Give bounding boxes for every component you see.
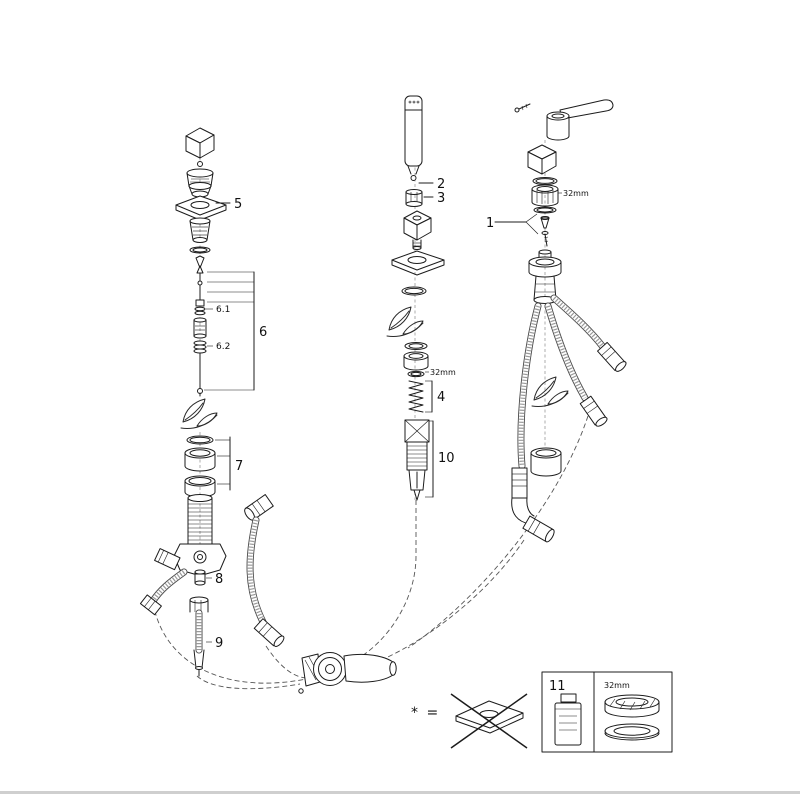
braided-hose-right-2 bbox=[544, 302, 589, 402]
handle-screw bbox=[514, 103, 531, 113]
legend-equals-label: * = bbox=[411, 705, 440, 721]
hose-nut-right-2 bbox=[579, 395, 608, 427]
grease-tube-icon bbox=[554, 693, 582, 746]
size-label-middle: 32mm bbox=[430, 368, 456, 377]
braided-hose-left-elbow bbox=[246, 516, 267, 626]
centerlines bbox=[199, 96, 546, 548]
o-ring-icon bbox=[604, 723, 660, 741]
callout-9: 9 bbox=[215, 636, 223, 651]
hose-nut-part3 bbox=[405, 189, 423, 207]
legend: * = 11 32mm bbox=[411, 671, 673, 753]
callout-7: 7 bbox=[235, 459, 243, 474]
cube-handle-right bbox=[527, 144, 557, 175]
callout-6-1: 6.1 bbox=[216, 305, 230, 315]
small-adapter-part8 bbox=[194, 569, 206, 586]
valve-body-left bbox=[154, 543, 227, 575]
hand-shower bbox=[404, 95, 423, 181]
callout-2: 2 bbox=[437, 177, 445, 192]
braided-hose-left-short bbox=[149, 568, 188, 605]
callout-5: 5 bbox=[234, 197, 242, 212]
callout-3: 3 bbox=[437, 191, 445, 206]
right-assembly: 32mm 1 bbox=[486, 99, 627, 543]
spring-part4 bbox=[408, 380, 424, 413]
eco-leaf-icon bbox=[180, 398, 218, 429]
size-label-legend: 32mm bbox=[604, 681, 630, 690]
callout-10: 10 bbox=[438, 451, 455, 466]
seal-ring-32mm-middle bbox=[407, 370, 425, 378]
callout-6: 6 bbox=[259, 325, 267, 340]
legend-box: 11 32mm bbox=[541, 671, 673, 753]
left-assembly: 5 bbox=[139, 127, 285, 677]
cap-stack-part5 bbox=[175, 168, 227, 269]
tub-spout bbox=[298, 652, 397, 694]
elbow-fitting-right bbox=[511, 467, 555, 543]
callout-4: 4 bbox=[437, 390, 445, 405]
hose-nut-right-1 bbox=[597, 341, 627, 372]
callout-11: 11 bbox=[549, 679, 566, 694]
size-label-right: 32mm bbox=[563, 189, 589, 198]
ring-stack-part1 bbox=[531, 177, 559, 247]
braided-hose-right-3 bbox=[517, 302, 542, 470]
callout-1: 1 bbox=[486, 216, 494, 231]
cube-diverter bbox=[403, 210, 432, 250]
cube-handle-left bbox=[185, 127, 215, 159]
callout-6-2: 6.2 bbox=[216, 342, 230, 352]
lever-handle bbox=[546, 99, 614, 141]
assembly-guide-lines bbox=[152, 415, 589, 690]
washer-stack bbox=[403, 342, 429, 371]
connection-hose-part9 bbox=[189, 596, 209, 677]
bottom-divider bbox=[0, 791, 800, 794]
leader-part1 bbox=[494, 213, 539, 235]
hose-end-fitting-left bbox=[139, 594, 162, 616]
o-ring-middle bbox=[401, 286, 427, 296]
set-screw-dot bbox=[197, 161, 203, 167]
bracket-part7 bbox=[215, 436, 231, 491]
rod-group-part6 bbox=[193, 265, 207, 397]
hose-nut-left bbox=[253, 618, 285, 647]
seal-ring-icon bbox=[604, 694, 660, 718]
bracket-part6 bbox=[204, 271, 255, 391]
bracket-part10 bbox=[425, 420, 434, 498]
ring-stack-part7 bbox=[184, 435, 216, 498]
callout-8: 8 bbox=[215, 572, 223, 587]
braided-hose-right-1 bbox=[550, 294, 607, 351]
escutcheon-middle bbox=[391, 250, 445, 276]
mounting-ring-right bbox=[530, 447, 562, 477]
middle-assembly: 2 3 bbox=[386, 95, 456, 501]
threaded-shaft bbox=[187, 494, 213, 545]
eco-leaf-icon bbox=[386, 306, 424, 337]
cartridge-part10 bbox=[404, 419, 430, 501]
eco-leaf-icon bbox=[531, 376, 569, 407]
crossed-out-part-icon bbox=[450, 693, 528, 749]
faucet-body-right bbox=[528, 249, 562, 304]
bracket-part4 bbox=[425, 380, 433, 413]
